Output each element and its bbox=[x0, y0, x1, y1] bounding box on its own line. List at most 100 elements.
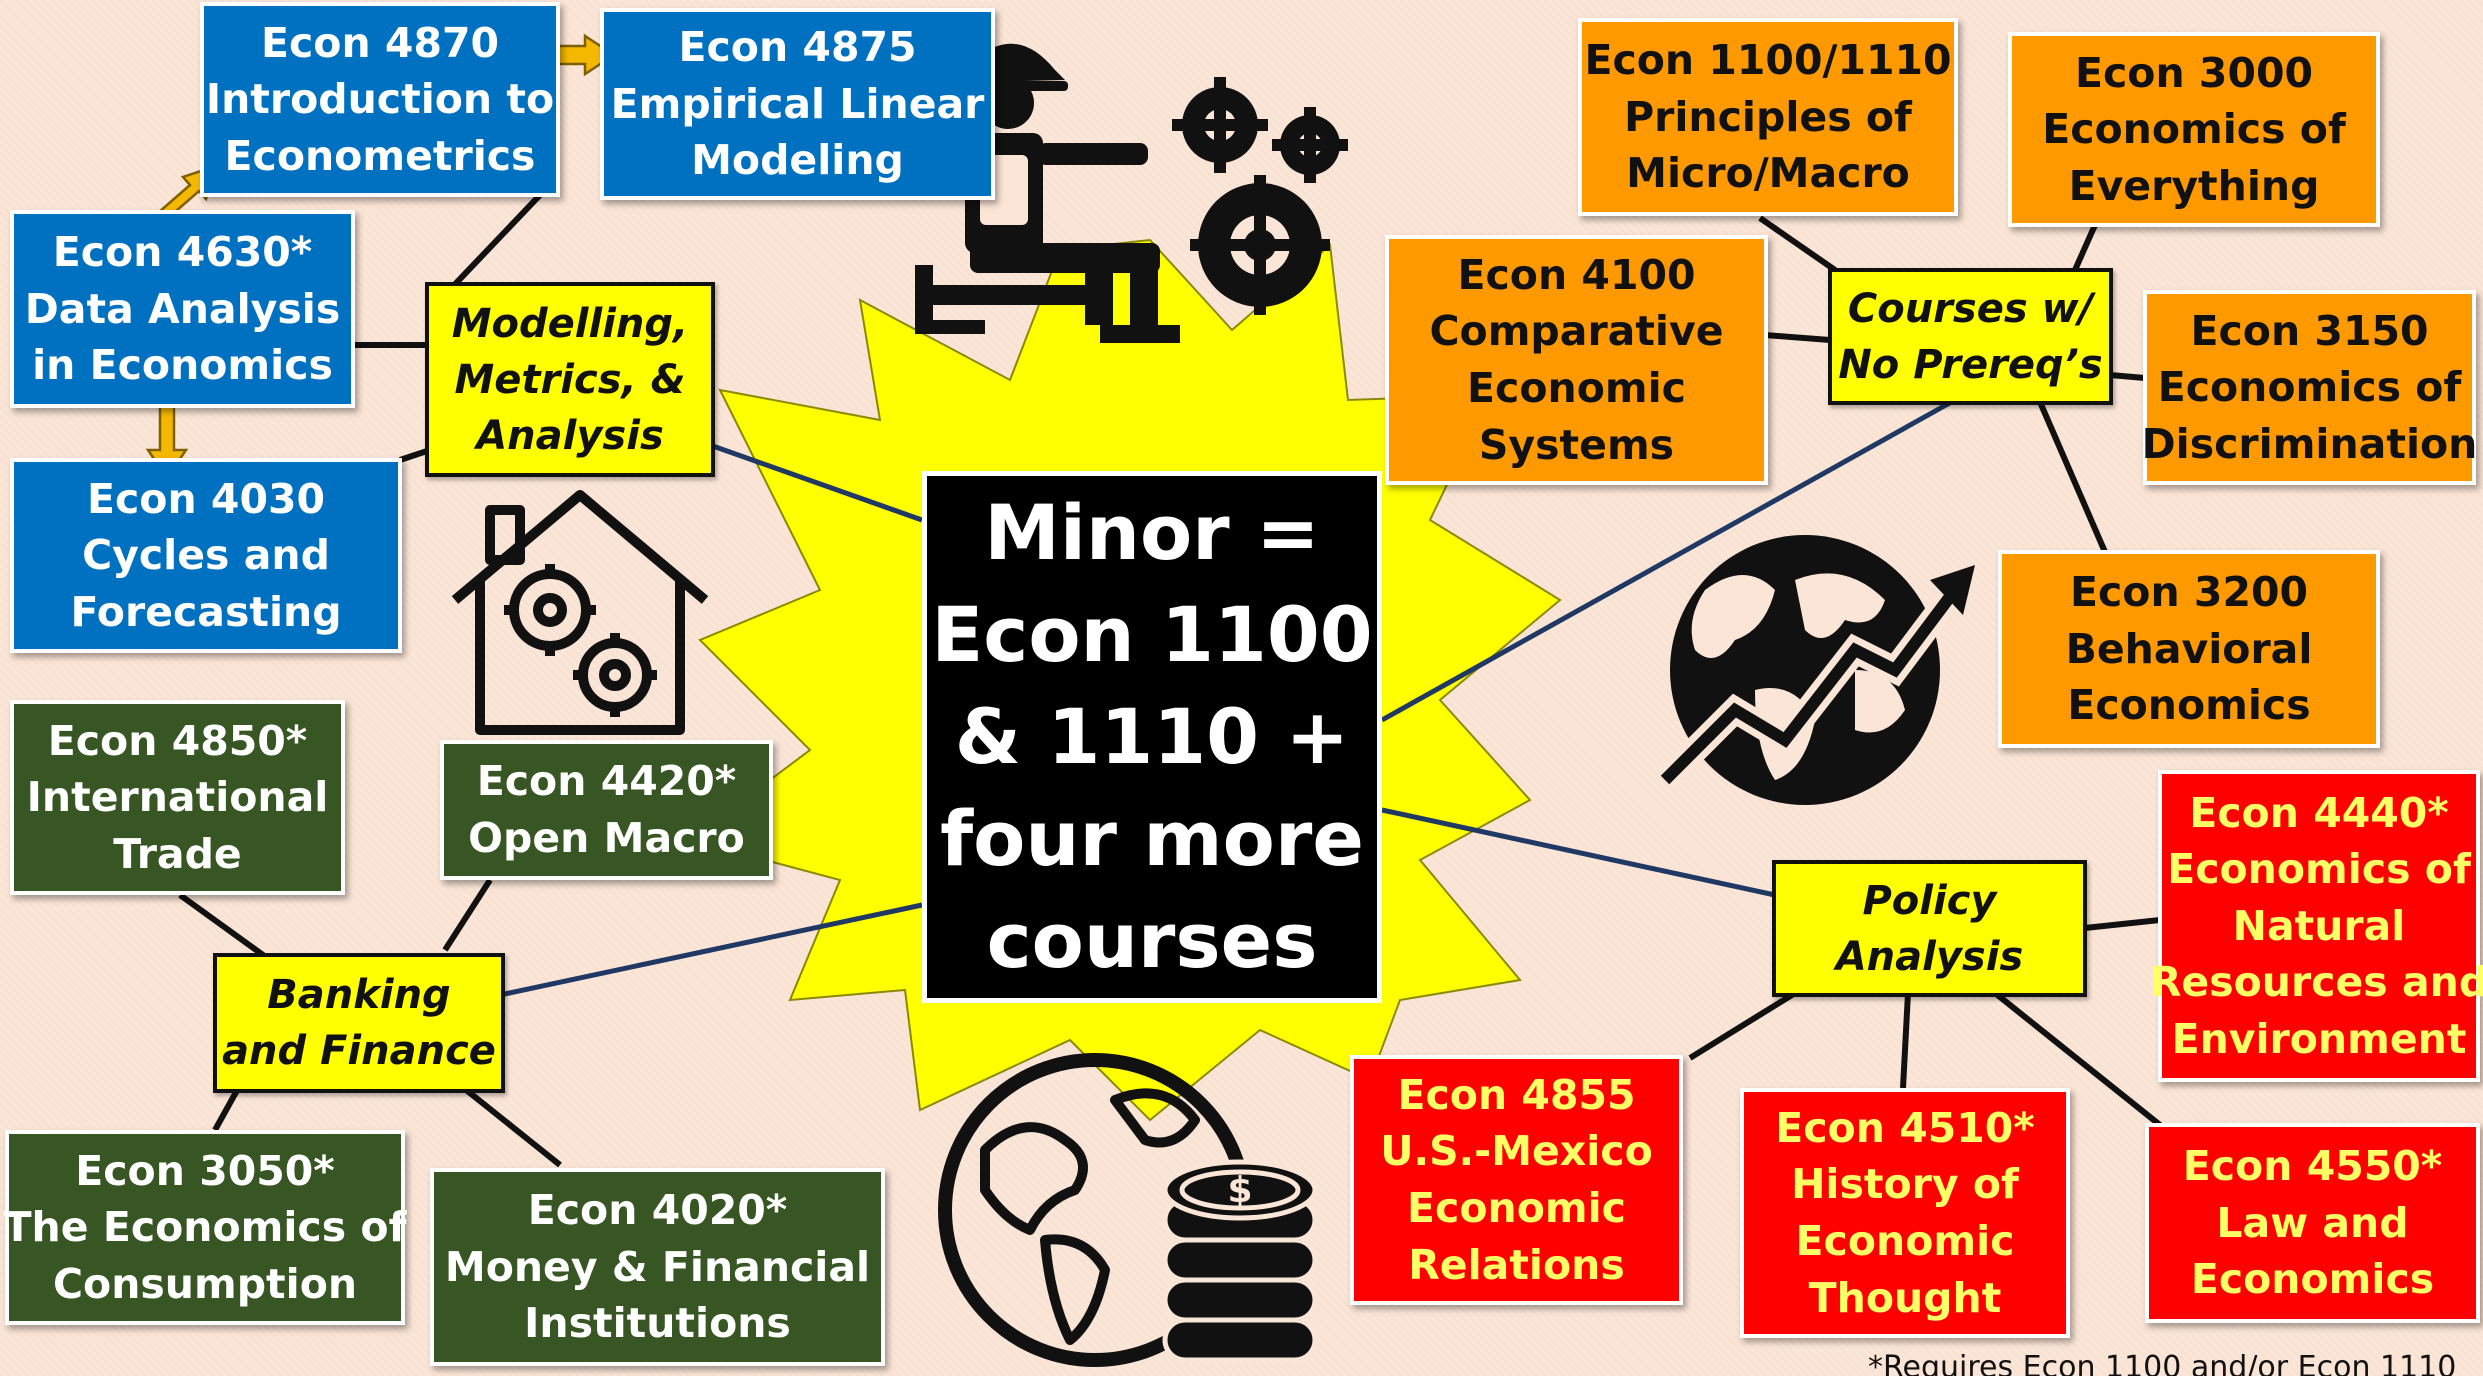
course-econ4630: Econ 4630* Data Analysis in Economics bbox=[10, 210, 355, 408]
connector-policy bbox=[1381, 807, 1776, 898]
course-econ4510: Econ 4510* History of Economic Thought bbox=[1740, 1088, 2070, 1338]
hub-line: Modelling, bbox=[451, 300, 689, 347]
line-4100-hub bbox=[1764, 332, 1831, 343]
hub-line: No Prereq’s bbox=[1838, 341, 2103, 388]
course-line: Econ 4870 bbox=[260, 18, 500, 67]
course-econ4420: Econ 4420* Open Macro bbox=[440, 740, 773, 880]
globe-coins-icon: $ bbox=[938, 1053, 1318, 1367]
course-line: Econ 3000 bbox=[2074, 48, 2314, 97]
course-line: Economics bbox=[2190, 1255, 2435, 1304]
line-4020-hub bbox=[458, 1082, 562, 1168]
center-line: Econ 1100 bbox=[931, 590, 1373, 680]
house-gears-icon bbox=[451, 490, 709, 735]
center-line: courses bbox=[986, 895, 1318, 985]
course-line: Econ 4100 bbox=[1457, 250, 1696, 299]
course-line: Econ 1100/1110 bbox=[1584, 36, 1952, 85]
course-line: History of bbox=[1791, 1160, 2019, 1209]
minor-requirement-box: Minor = Econ 1100 & 1110 + four more cou… bbox=[922, 471, 1382, 1003]
course-line: The Economics of bbox=[3, 1203, 407, 1252]
hub-policy-analysis: Policy Analysis bbox=[1772, 860, 2087, 997]
course-line: Natural bbox=[2232, 901, 2406, 950]
hub-line: Courses w/ bbox=[1847, 285, 2094, 332]
course-line: Econ 4030 bbox=[86, 474, 326, 523]
hub-modelling-metrics-analysis: Modelling, Metrics, & Analysis bbox=[425, 282, 715, 477]
course-line: Money & Financial bbox=[444, 1242, 871, 1291]
line-3000-hub bbox=[2072, 223, 2098, 272]
course-econ4020: Econ 4020* Money & Financial Institution… bbox=[430, 1168, 885, 1366]
course-line: Law and bbox=[2216, 1198, 2409, 1247]
course-line: Economic bbox=[1467, 364, 1686, 412]
prerequisite-footnote: *Requires Econ 1100 and/or Econ 1110 bbox=[1868, 1350, 2457, 1376]
course-line: Forecasting bbox=[70, 587, 342, 636]
course-line: Econ 4630* bbox=[52, 228, 313, 277]
line-4550-hub bbox=[1993, 990, 2162, 1128]
center-line: four more bbox=[940, 793, 1364, 883]
course-line: Behavioral bbox=[2065, 624, 2313, 673]
course-line: Econ 4510* bbox=[1775, 1103, 2035, 1152]
course-line: Principles of bbox=[1624, 92, 1912, 141]
connector-no-prereq bbox=[1380, 397, 1957, 723]
course-line: International bbox=[26, 773, 329, 822]
course-line: Trade bbox=[113, 829, 242, 878]
course-line: Environment bbox=[2171, 1014, 2467, 1063]
course-line: Economics bbox=[2067, 681, 2311, 730]
center-line: Minor = bbox=[984, 488, 1320, 578]
course-line: Relations bbox=[1408, 1240, 1625, 1289]
hub-banking-finance: Banking and Finance bbox=[213, 953, 505, 1093]
connector-lines bbox=[178, 147, 2162, 1168]
hub-line: and Finance bbox=[222, 1028, 496, 1074]
course-line: Econ 4855 bbox=[1397, 1070, 1636, 1119]
line-1100-hub bbox=[1758, 215, 1837, 273]
course-line: Economics of bbox=[2157, 363, 2462, 412]
line-4440-hub bbox=[2084, 917, 2161, 931]
course-line: Open Macro bbox=[468, 814, 745, 862]
course-line: Economics of bbox=[2042, 105, 2346, 154]
course-line: U.S.-Mexico bbox=[1380, 1127, 1653, 1176]
course-econ4100: Econ 4100 Comparative Economic Systems bbox=[1385, 235, 1768, 485]
course-econ4440: Econ 4440* Economics of Natural Resource… bbox=[2150, 770, 2483, 1082]
course-line: Consumption bbox=[52, 1259, 358, 1308]
course-line: Econ 4875 bbox=[678, 23, 917, 72]
course-line: Empirical Linear bbox=[610, 79, 985, 128]
globe-growth-icon bbox=[1655, 535, 1975, 805]
connector-modelling bbox=[709, 442, 923, 523]
course-line: Econ 3050* bbox=[75, 1146, 335, 1195]
course-line: Resources and bbox=[2149, 958, 2483, 1007]
hub-line: Analysis bbox=[476, 412, 664, 459]
course-line: Econometrics bbox=[224, 131, 536, 180]
hub-line: Banking bbox=[267, 972, 451, 1018]
course-econ3000: Econ 3000 Economics of Everything bbox=[2008, 32, 2380, 227]
course-line: Cycles and bbox=[82, 531, 330, 580]
course-line: Institutions bbox=[524, 1299, 791, 1348]
course-line: Econ 4420* bbox=[476, 757, 737, 806]
course-econ4030: Econ 4030 Cycles and Forecasting bbox=[10, 458, 402, 653]
svg-text:$: $ bbox=[1227, 1170, 1252, 1211]
course-line: Data Analysis bbox=[24, 284, 341, 333]
line-3200-hub bbox=[2037, 400, 2108, 554]
course-line: Introduction to bbox=[205, 75, 555, 124]
course-line: Modeling bbox=[691, 136, 904, 185]
hub-no-prereq: Courses w/ No Prereq’s bbox=[1828, 268, 2113, 405]
hub-line: Analysis bbox=[1835, 933, 2024, 980]
course-line: Econ 4550* bbox=[2182, 1142, 2443, 1191]
course-line: Econ 3200 bbox=[2069, 568, 2309, 617]
course-econ4870: Econ 4870 Introduction to Econometrics bbox=[200, 2, 560, 197]
course-line: Econ 4440* bbox=[2189, 788, 2449, 837]
course-econ4855: Econ 4855 U.S.-Mexico Economic Relations bbox=[1350, 1055, 1683, 1305]
line-4855-hub bbox=[1688, 987, 1802, 1061]
course-line: Systems bbox=[1478, 420, 1675, 469]
course-line: Economic bbox=[1407, 1184, 1626, 1232]
course-line: Econ 4020* bbox=[527, 1186, 788, 1235]
course-line: Micro/Macro bbox=[1626, 149, 1910, 198]
course-econ3200: Econ 3200 Behavioral Economics bbox=[1998, 550, 2380, 748]
connector-banking bbox=[499, 902, 923, 998]
line-3150-hub bbox=[2109, 372, 2146, 381]
course-line: Thought bbox=[1808, 1273, 2002, 1322]
course-line: Economics of bbox=[2167, 845, 2471, 894]
center-connectors bbox=[499, 397, 1957, 998]
course-line: Comparative bbox=[1429, 307, 1724, 356]
course-line: Discrimination bbox=[2141, 419, 2478, 468]
course-line: Economic bbox=[1795, 1217, 2015, 1265]
course-line: Everything bbox=[2068, 161, 2320, 210]
